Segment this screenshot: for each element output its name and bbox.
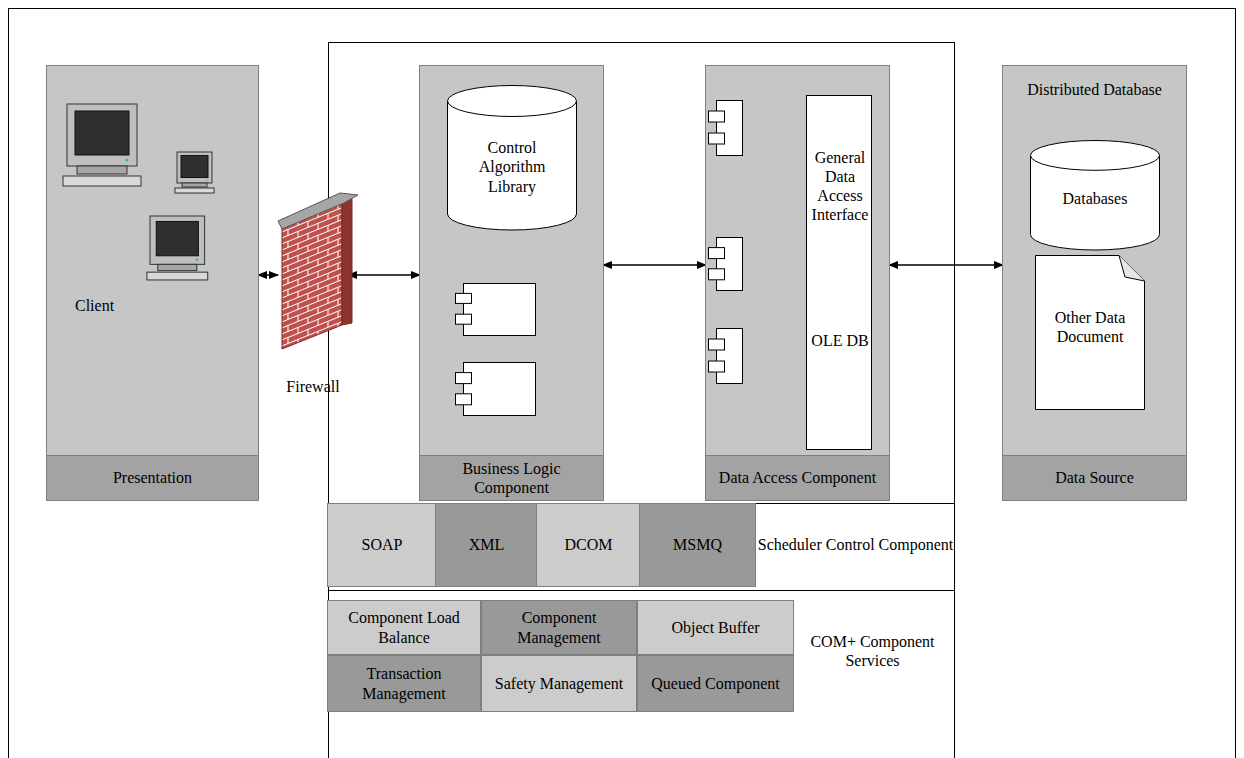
wall-illustration [278,185,348,405]
node-label: Distributed Database [1003,68,1186,112]
presentation-panel: ClientPresentation [47,66,258,500]
service-cell: Queued Component [638,656,793,711]
service-cell: Component Management [482,601,636,654]
panel-footer: Data Access Component [706,455,889,500]
node-label: OLE DB [807,311,873,371]
service-cell: Safety Management [482,656,636,711]
node-label: Safety Management [482,656,636,711]
data-source-panel: Distributed DatabaseData Source Databases… [1003,66,1186,500]
node-label: Client [75,294,155,318]
node-label: Control Algorithm Library [459,117,565,217]
document-shape: Other Data Document [1035,255,1145,410]
cyl-illustration [447,85,577,230]
database-cylinder: Databases [1030,140,1160,250]
firewall: Firewall [278,185,348,405]
business-logic-panel: Business Logic Component Control Algorith… [420,66,603,500]
node-label: Other Data Document [1041,295,1139,359]
node-label: COM+ Component Services [790,601,955,701]
protocol-cell: SOAP [328,504,436,586]
node-label: Queued Component [638,656,793,711]
node-label: Component Management [482,601,636,654]
node-label: DCOM [537,504,640,586]
node-label: MSMQ [640,504,755,586]
clients-illustration [47,66,258,500]
node-label: Component Load Balance [328,601,480,654]
scheduler-band: Scheduler Control Component SOAPXMLDCOMMS… [328,503,955,590]
node-label: General Data Access Interface [807,126,873,246]
node-label: Databases [1040,174,1150,224]
node-label: XML [436,504,537,586]
service-cell: Component Load Balance [328,601,480,654]
service-cell: Object Buffer [638,601,793,654]
node-label: SOAP [328,504,436,586]
connector-arrow [258,274,278,276]
panel-footer: Business Logic Component [420,455,603,500]
service-cell: Transaction Management [328,656,480,711]
node-label: Transaction Management [328,656,480,711]
data-access-panel: Data Access Component General Data Access… [706,66,889,500]
panel-footer: Data Source [1003,455,1186,500]
connector-arrow [348,274,420,276]
interface-box: General Data Access InterfaceOLE DB [806,95,872,450]
connector-arrow [603,264,706,266]
node-label: Object Buffer [638,601,793,654]
node-label: Firewall [266,375,360,399]
panel-footer: Presentation [47,455,258,500]
protocol-cell: XML [436,504,537,586]
library-cylinder: Control Algorithm Library [447,85,577,230]
protocol-cell: DCOM [537,504,640,586]
com-services-band: COM+ Component Services Component Load Ba… [328,590,955,758]
connector-arrow [889,264,1003,266]
protocol-cell: MSMQ [640,504,755,586]
node-label: Scheduler Control Component [756,504,955,586]
